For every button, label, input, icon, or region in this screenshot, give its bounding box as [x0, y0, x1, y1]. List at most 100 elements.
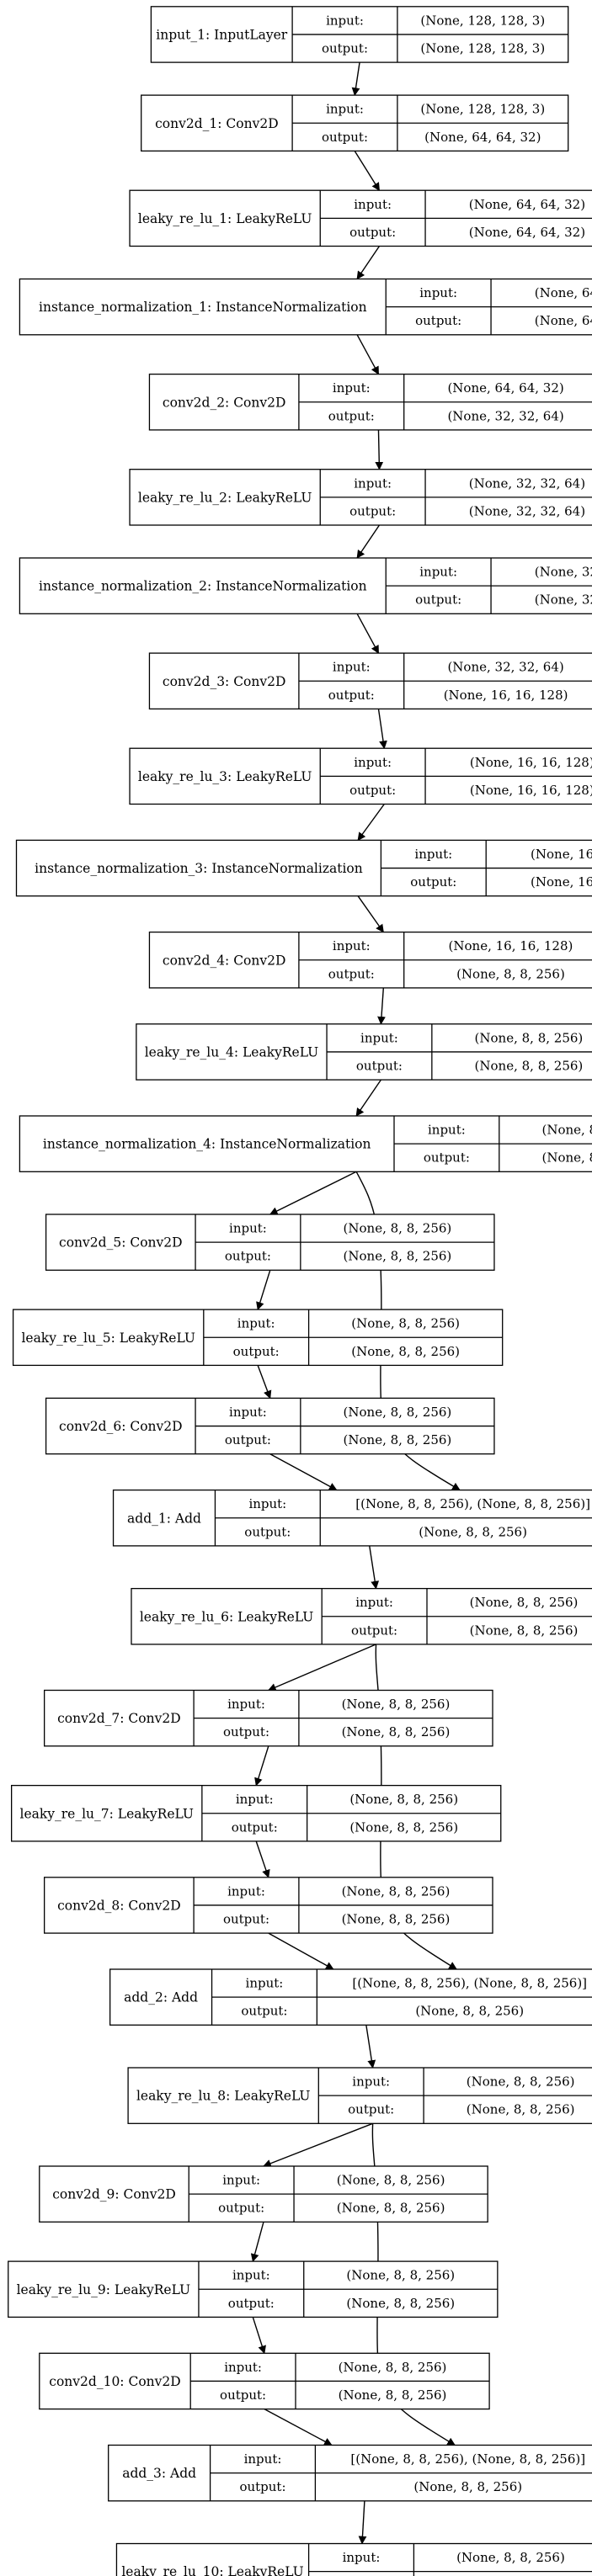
input-label: input:	[222, 2173, 260, 2188]
output-label: output:	[348, 2102, 394, 2117]
node-conv2d-9: conv2d_9: Conv2D input: output: (None, 8, 8…	[39, 2165, 488, 2223]
output-label: output:	[415, 313, 461, 328]
input-shape: (None, 32, 32, 64)	[469, 475, 585, 491]
output-shape: (None, 16, 16, 128)	[444, 688, 568, 703]
input-shape: (None, 8, 8, 256)	[475, 1030, 584, 1045]
output-label: output:	[218, 2201, 264, 2216]
output-shape: (None, 32, 32, 64)	[535, 592, 592, 608]
node-leaky-re-lu-10: leaky_re_lu_10: LeakyReLUinput:output:(N…	[115, 2542, 592, 2576]
output-shape: (None, 8, 8, 256)	[339, 2387, 447, 2403]
output-shape: (None, 8, 8, 256)	[413, 2479, 522, 2494]
edge-conv2d-9-to-leaky-re-lu-9	[250, 2222, 264, 2263]
edge-instance-normalization-1-to-conv2d-2	[356, 334, 380, 375]
node-leaky-re-lu-8: leaky_re_lu_8: LeakyReLU input: output: (No…	[127, 2067, 592, 2124]
output-label: output:	[322, 130, 368, 145]
node-instance-normalization-1: instance_normalization_1: InstanceNormal…	[19, 278, 592, 336]
input-shape: [(None, 8, 8, 256), (None, 8, 8, 256)]	[352, 1976, 587, 1991]
output-label: output:	[244, 1524, 291, 1539]
output-shape: (None, 8, 8, 256)	[337, 2201, 445, 2216]
output-label: output:	[328, 688, 375, 703]
output-shape: (None, 32, 32, 64)	[469, 503, 585, 518]
input-shape: (None, 16, 16, 128)	[470, 755, 592, 770]
node-title: leaky_re_lu_9: LeakyReLU	[17, 2282, 191, 2297]
node-title: conv2d_5: Conv2D	[59, 1235, 183, 1251]
input-label: input:	[333, 660, 371, 675]
input-label: input:	[248, 1496, 286, 1511]
edge-add-1-to-leaky-re-lu-6	[369, 1545, 380, 1590]
input-shape: (None, 64, 64, 32)	[447, 380, 563, 396]
input-shape: (None, 8, 8, 256)	[346, 2268, 455, 2283]
output-label: output:	[220, 2387, 266, 2403]
edge-input-1-to-conv2d-1	[351, 61, 360, 97]
input-label: input:	[244, 2451, 282, 2467]
node-title: input_1: InputLayer	[156, 27, 288, 42]
input-shape: [(None, 8, 8, 256), (None, 8, 8, 256)]	[350, 2451, 585, 2467]
output-label: output:	[328, 966, 375, 981]
output-shape: (None, 8, 8, 256)	[351, 1344, 460, 1359]
node-title: leaky_re_lu_10: LeakyReLU	[121, 2564, 303, 2576]
input-label: input:	[227, 1883, 265, 1899]
edge-add-3-to-leaky-re-lu-10	[358, 2500, 367, 2545]
input-shape: (None, 8, 8, 256)	[467, 2074, 575, 2090]
output-shape: (None, 8, 8, 256)	[349, 1819, 458, 1835]
output-label: output:	[356, 1059, 403, 1074]
node-title: conv2d_4: Conv2D	[163, 953, 286, 968]
output-label: output:	[349, 225, 396, 240]
edge-leaky-re-lu-6-to-conv2d-7	[267, 1644, 376, 1692]
node-title: instance_normalization_1: InstanceNormal…	[39, 300, 367, 315]
node-leaky-re-lu-3: leaky_re_lu_3: LeakyReLUinput:output:(No…	[129, 747, 592, 805]
node-title: add_1: Add	[127, 1511, 201, 1526]
input-label: input:	[229, 1405, 267, 1420]
node-title: conv2d_1: Conv2D	[155, 116, 279, 131]
output-shape: (None, 64, 64, 32)	[424, 130, 541, 145]
input-label: input:	[343, 2550, 381, 2565]
input-label: input:	[227, 1697, 265, 1712]
input-shape: (None, 8, 8, 256)	[541, 1123, 592, 1138]
input-label: input:	[352, 2074, 390, 2090]
input-shape: (None, 32, 32, 64)	[447, 660, 563, 675]
edge-conv2d-2-to-leaky-re-lu-2	[375, 429, 384, 470]
node-instance-normalization-3: instance_normalization_3: InstanceNormal…	[15, 839, 592, 897]
output-label: output:	[241, 2004, 287, 2019]
output-shape: (None, 8, 8, 256)	[456, 966, 565, 981]
edge-conv2d-5-to-leaky-re-lu-5	[256, 1270, 271, 1311]
output-label: output:	[410, 874, 456, 890]
output-shape: (None, 128, 128, 3)	[420, 41, 545, 56]
node-title: leaky_re_lu_8: LeakyReLU	[136, 2089, 311, 2104]
edge-leaky-re-lu-9-to-conv2d-10	[252, 2317, 266, 2355]
input-shape: (None, 8, 8, 256)	[344, 1405, 452, 1420]
input-shape: (None, 64, 64, 32)	[469, 197, 585, 212]
output-shape: (None, 8, 8, 256)	[415, 2004, 524, 2019]
input-label: input:	[232, 2268, 270, 2283]
edge-conv2d-10-to-add-3	[264, 2408, 333, 2446]
input-label: input:	[236, 1792, 274, 1807]
edge-conv2d-3-to-leaky-re-lu-3	[377, 709, 387, 750]
output-label: output:	[228, 2296, 275, 2311]
output-label: output:	[349, 503, 396, 518]
output-shape: (None, 8, 8, 256)	[467, 2102, 575, 2117]
output-label: output:	[415, 592, 461, 608]
input-label: input:	[414, 847, 452, 862]
output-shape: (None, 16, 16, 128)	[470, 783, 592, 798]
node-title: conv2d_9: Conv2D	[52, 2187, 176, 2202]
output-label: output:	[233, 1344, 280, 1359]
input-label: input:	[428, 1123, 466, 1138]
input-label: input:	[360, 1030, 398, 1045]
node-title: leaky_re_lu_3: LeakyReLU	[138, 769, 312, 784]
edge-leaky-re-lu-8-to-conv2d-9	[263, 2122, 373, 2168]
edge-conv2d-8-to-add-2	[268, 1932, 334, 1970]
node-leaky-re-lu-4: leaky_re_lu_4: LeakyReLUinput:output:(No…	[136, 1023, 592, 1081]
node-title: conv2d_8: Conv2D	[57, 1898, 181, 1913]
node-title: add_2: Add	[124, 1990, 198, 2005]
node-leaky-re-lu-2: leaky_re_lu_2: LeakyReLUinput:output:(No…	[129, 469, 592, 526]
input-shape: (None, 16, 16, 128)	[449, 938, 573, 953]
input-label: input:	[224, 2360, 262, 2375]
